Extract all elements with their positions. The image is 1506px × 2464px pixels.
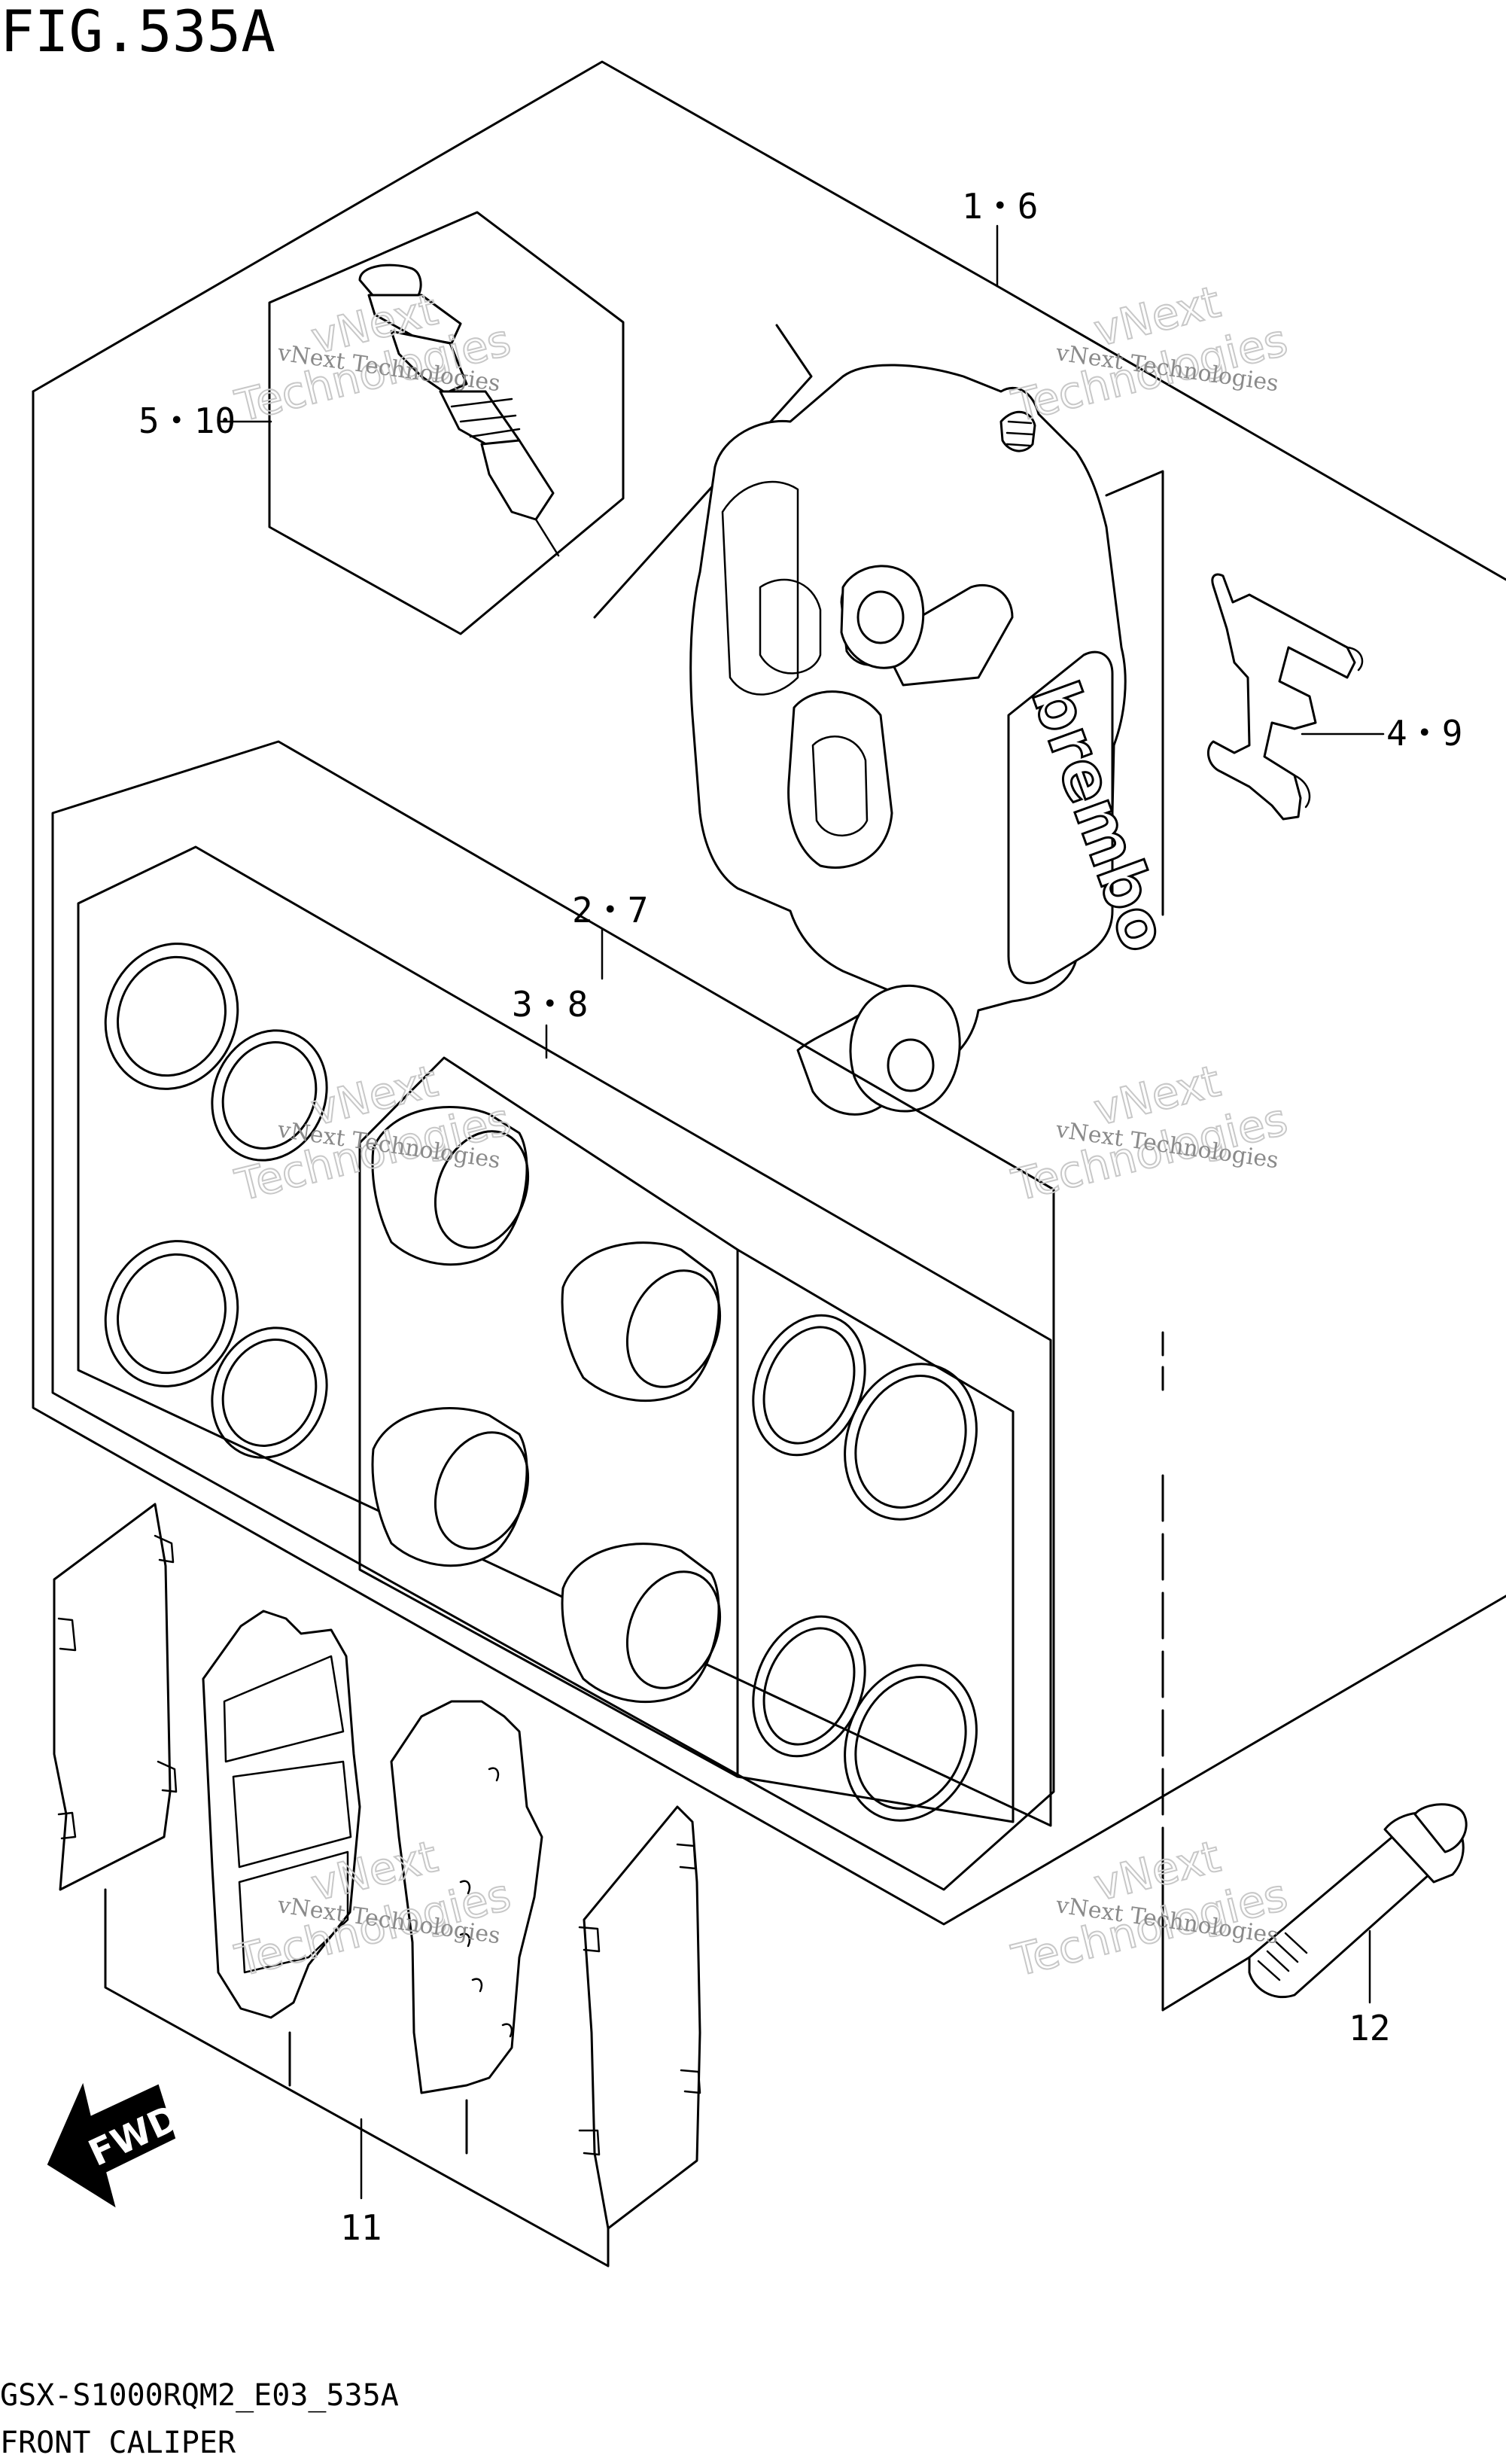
brake-caliper: brembo [593, 324, 1251, 2012]
figure-title: FIG.535A [0, 0, 275, 65]
callout-seal-set: 2・7 [572, 890, 648, 930]
diagram-name: FRONT CALIPER [0, 2426, 236, 2460]
bleeder-valve-group [268, 211, 625, 635]
brake-pad-set [53, 1503, 701, 2268]
callout-pad-spring: 4・9 [1386, 713, 1462, 754]
callout-mounting-bolt: 12 [1349, 2008, 1390, 2048]
callout-pad-set: 11 [340, 2207, 382, 2248]
fwd-arrow: FWD [47, 2082, 186, 2208]
pistons [371, 1106, 722, 1704]
mounting-bolt [1248, 1803, 1468, 1999]
callout-piston-set: 3・8 [512, 984, 588, 1025]
seal-rings-right [752, 1314, 978, 1822]
callout-caliper-assembly: 1・6 [962, 186, 1038, 227]
pad-spring [1206, 573, 1364, 821]
watermark-top-right: Technologies vNext vNext Technologies [1006, 276, 1293, 433]
seal-set-outline [51, 740, 1055, 1891]
seal-rings-left [104, 943, 328, 1459]
caliper-assembly-outline [32, 60, 1506, 1926]
bleeder-valve [358, 263, 560, 557]
diagram-code: GSX-S1000RQM2_E03_535A [0, 2378, 399, 2413]
watermark-middle-right: Technologies vNext vNext Technologies [1006, 1055, 1293, 1212]
